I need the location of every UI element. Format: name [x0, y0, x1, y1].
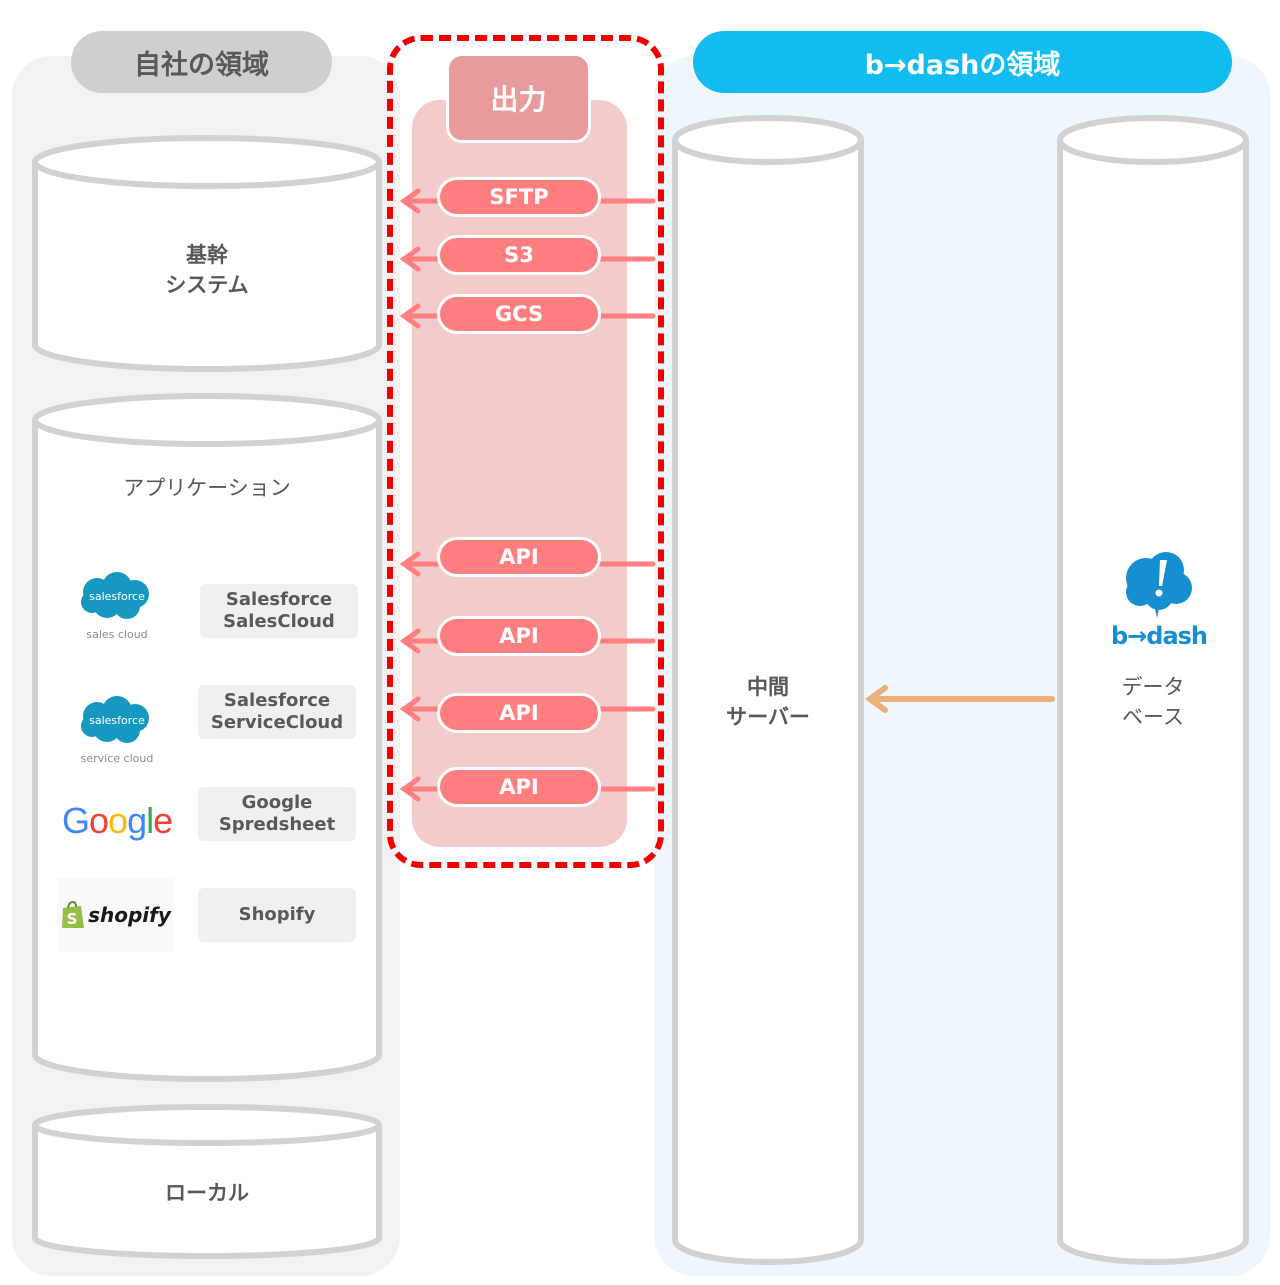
app-name-line1: Salesforce — [225, 589, 333, 610]
bdash-logo: b→dash — [1104, 550, 1214, 650]
core-system-line2: システム — [165, 273, 249, 297]
app-shopify: Shopify — [198, 888, 356, 942]
shopify-wordmark: shopify — [88, 903, 171, 927]
database-line1: データ — [1121, 675, 1185, 699]
app-google-spredsheet: Google Spredsheet — [198, 787, 356, 841]
shopify-bag-icon: S — [62, 901, 85, 928]
app-salesforce-servicecloud: Salesforce ServiceCloud — [198, 685, 356, 739]
connector-sftp: SFTP — [437, 177, 601, 217]
database-cylinder — [1057, 115, 1249, 1265]
app-name-line1: Shopify — [238, 904, 316, 925]
app-name-line1: Salesforce — [223, 690, 331, 711]
own-region-title: 自社の領域 — [71, 31, 332, 93]
salesforce-cloud-icon: salesforce — [81, 696, 149, 743]
local-label: ローカル — [165, 1181, 249, 1205]
app-name-line2: ServiceCloud — [210, 712, 344, 733]
database-line2: ベース — [1122, 705, 1184, 729]
svg-text:salesforce: salesforce — [89, 714, 145, 727]
bdash-wordmark: b→dash — [1110, 622, 1208, 650]
google-logo: Google — [62, 800, 173, 841]
local-cylinder — [32, 1104, 382, 1259]
database-to-server-arrow — [864, 685, 1055, 713]
connector-api-shopify: API — [437, 767, 601, 807]
bdash-region-title: b→dashの領域 — [693, 31, 1232, 93]
output-highlight-frame — [387, 35, 664, 868]
salesforce-salescloud-logo: salesforce sales cloud — [72, 570, 162, 642]
salesforce-servicecloud-logo: salesforce service cloud — [72, 694, 162, 766]
middle-server-line2: サーバー — [726, 705, 810, 729]
servicecloud-caption: service cloud — [80, 752, 154, 765]
svg-text:salesforce: salesforce — [89, 590, 145, 603]
app-name-line2: SalesCloud — [223, 611, 335, 632]
middle-server-line1: 中間 — [747, 675, 789, 699]
connector-s3: S3 — [437, 235, 601, 275]
shopify-logo: S shopify — [57, 878, 174, 952]
salescloud-caption: sales cloud — [86, 628, 148, 641]
applications-title: アプリケーション — [123, 476, 291, 500]
connector-api-salescloud: API — [437, 537, 601, 577]
database-label: データ ベース — [1083, 672, 1223, 732]
app-salesforce-salescloud: Salesforce SalesCloud — [200, 584, 358, 638]
app-name-line1: Google — [241, 792, 313, 813]
bdash-cloud-icon — [1126, 552, 1192, 618]
core-system-cylinder — [32, 135, 382, 372]
core-system-line1: 基幹 — [186, 243, 228, 267]
connector-api-servicecloud: API — [437, 616, 601, 656]
core-system-label: 基幹 システム — [107, 240, 307, 300]
connector-api-google: API — [437, 693, 601, 733]
app-name-line2: Spredsheet — [218, 814, 336, 835]
middle-server-label: 中間 サーバー — [698, 672, 838, 732]
output-title: 出力 — [446, 53, 591, 143]
svg-text:S: S — [67, 910, 78, 928]
salesforce-cloud-icon: salesforce — [81, 572, 149, 619]
middle-server-cylinder — [672, 115, 864, 1265]
connector-gcs: GCS — [437, 294, 601, 334]
